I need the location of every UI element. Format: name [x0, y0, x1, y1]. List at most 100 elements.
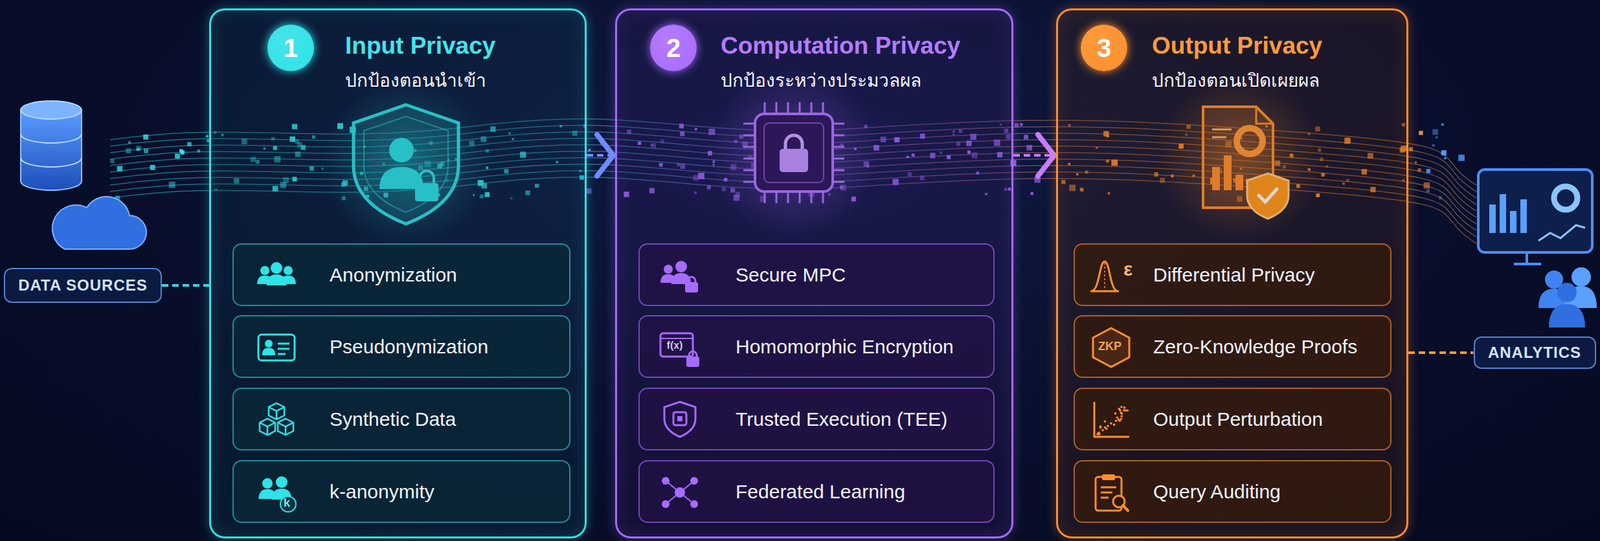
- item-icon: [255, 326, 298, 369]
- technique-label: Anonymization: [329, 264, 458, 287]
- flow-dot: [187, 142, 192, 147]
- technique-box: Trusted Execution (TEE): [638, 387, 995, 451]
- flow-dot: [588, 148, 592, 152]
- step-digit: 2: [666, 33, 681, 63]
- technique-box: Output Perturbation: [1073, 387, 1392, 451]
- icon-glyph: ZKP: [1098, 340, 1122, 353]
- panel-subtitle: ปกป้องระหว่างประมวลผล: [720, 66, 922, 95]
- technique-label: Trusted Execution (TEE): [735, 408, 948, 431]
- flow-connector: [161, 285, 210, 287]
- flow-dot: [1418, 130, 1423, 135]
- item-icon: [1090, 472, 1132, 514]
- flow-connector: [586, 134, 614, 177]
- flow-dot: [1023, 134, 1029, 140]
- item-icon: [1090, 399, 1132, 441]
- icon-glyph: f(x): [666, 340, 684, 351]
- flow-dot: [585, 188, 592, 194]
- step-digit: 3: [1096, 33, 1112, 63]
- step-digit: 1: [283, 33, 298, 63]
- flow-dot: [117, 165, 123, 171]
- endpoint-label: ANALYTICS: [1487, 343, 1582, 362]
- technique-box: Query Auditing: [1073, 460, 1392, 524]
- flow-connector: [1013, 134, 1055, 177]
- item-icon: [255, 399, 298, 441]
- technique-box: Federated Learning: [638, 460, 995, 524]
- technique-label: Query Auditing: [1153, 481, 1281, 504]
- flow-dot: [135, 146, 141, 151]
- step-number: 2: [650, 24, 697, 72]
- flow-dot: [205, 135, 209, 138]
- panel-subtitle: ปกป้องตอนนำเข้า: [345, 66, 487, 95]
- technique-box: Homomorphic Encryption: [638, 315, 995, 379]
- stage-panel: Computation Privacy ปกป้องระหว่างประมวลผล…: [615, 8, 1014, 539]
- flow-dot: [1432, 144, 1435, 147]
- technique-label: Federated Learning: [735, 481, 906, 504]
- flow-connector: [1408, 352, 1474, 354]
- flow-dot: [1441, 123, 1444, 127]
- panel-heading: Output Privacy: [1151, 32, 1323, 60]
- flow-dot: [1426, 169, 1431, 173]
- flow-dot: [1408, 146, 1413, 151]
- endpoint-pill: DATA SOURCES: [3, 268, 162, 304]
- technique-label: k-anonymity: [329, 481, 435, 504]
- panel-subtitle: ปกป้องตอนเปิดเผยผล: [1151, 66, 1320, 95]
- flow-dot: [125, 148, 131, 154]
- icon-glyph: k: [283, 497, 291, 509]
- flow-dot: [1026, 145, 1033, 151]
- technique-label: Homomorphic Encryption: [735, 336, 954, 359]
- item-icon: [255, 255, 298, 297]
- analytics-monitor: [1478, 169, 1593, 265]
- step-number: 3: [1080, 24, 1128, 72]
- item-icon: [659, 472, 701, 514]
- technique-label: Output Perturbation: [1153, 408, 1323, 431]
- flow-dot: [1432, 129, 1439, 136]
- flow-dot: [143, 134, 149, 140]
- item-icon: [659, 399, 701, 441]
- flow-dot: [1441, 150, 1447, 156]
- database-icon: [20, 101, 82, 191]
- technique-box: Pseudonymization: [232, 315, 571, 379]
- technique-label: Differential Privacy: [1153, 264, 1316, 287]
- technique-box: Secure MPC: [638, 243, 995, 307]
- technique-box: Synthetic Data: [232, 387, 571, 451]
- technique-box: Anonymization: [232, 243, 571, 307]
- flow-dot: [1438, 196, 1443, 200]
- flow-dot: [1014, 123, 1019, 127]
- flow-dot: [1423, 182, 1431, 190]
- flow-dot: [1414, 161, 1417, 164]
- flow-dot: [1435, 135, 1439, 139]
- stage-panel: Input Privacy ปกป้องตอนนำเข้า 1Anonymizati…: [209, 8, 587, 539]
- endpoint-pill: ANALYTICS: [1473, 336, 1597, 370]
- flow-dot: [1030, 192, 1034, 195]
- flow-dot: [1418, 168, 1422, 172]
- flow-dot: [1443, 157, 1446, 160]
- technique-label: Secure MPC: [735, 264, 846, 287]
- item-icon: [255, 472, 298, 514]
- flow-dot: [150, 165, 156, 171]
- flow-dot: [1458, 154, 1465, 162]
- users-icon: [1538, 267, 1597, 328]
- flow-dot: [143, 148, 149, 154]
- flow-dot: [110, 159, 114, 164]
- technique-label: Zero-Knowledge Proofs: [1153, 336, 1358, 359]
- flow-dot: [136, 148, 140, 151]
- panel-heading: Input Privacy: [345, 32, 496, 60]
- panel-heading: Computation Privacy: [720, 32, 961, 60]
- icon-glyph: ε: [1123, 259, 1133, 280]
- endpoint-label: DATA SOURCES: [18, 276, 148, 295]
- technique-label: Synthetic Data: [329, 408, 456, 431]
- technique-box: k-anonymity: [232, 460, 571, 524]
- technique-box: Differential Privacy: [1073, 243, 1392, 307]
- flow-dot: [128, 141, 131, 144]
- step-number: 1: [267, 24, 315, 72]
- cloud-icon: [52, 196, 147, 250]
- flow-dot: [179, 149, 183, 153]
- flow-dot: [169, 181, 176, 189]
- flow-dot: [1019, 123, 1023, 126]
- technique-label: Pseudonymization: [329, 336, 489, 359]
- item-icon: [659, 255, 701, 297]
- flow-dot: [1426, 189, 1430, 193]
- flow-dot: [197, 149, 201, 153]
- flow-dot: [174, 153, 181, 159]
